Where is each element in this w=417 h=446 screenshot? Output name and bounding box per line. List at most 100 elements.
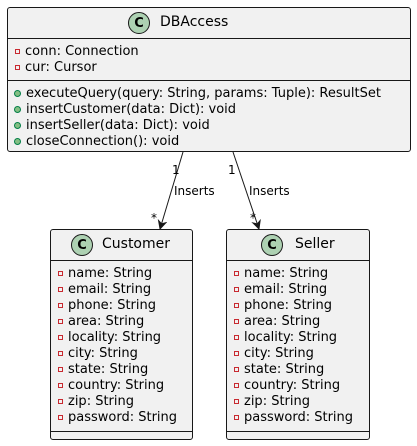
- attribute-text: name: String: [244, 265, 329, 281]
- attribute-row: phone: String: [51, 297, 156, 313]
- private-visibility-icon: [58, 366, 63, 372]
- attribute-text: conn: Connection: [25, 43, 139, 59]
- attribute-text: city: String: [244, 345, 314, 361]
- method-row: executeQuery(query: String, params: Tupl…: [8, 85, 381, 101]
- relation-customer-target-multiplicity: *: [151, 211, 157, 225]
- relation-seller-label: Inserts: [249, 184, 290, 198]
- private-visibility-icon: [234, 398, 239, 404]
- class-customer-header: C Customer: [51, 230, 192, 261]
- attribute-text: password: String: [68, 409, 178, 425]
- relation-customer-label: Inserts: [174, 184, 215, 198]
- attribute-row: area: String: [227, 313, 320, 329]
- method-text: insertCustomer(data: Dict): void: [26, 101, 237, 117]
- private-visibility-icon: [15, 48, 20, 54]
- attribute-row: area: String: [51, 313, 144, 329]
- public-visibility-icon: [14, 121, 21, 129]
- method-row: insertSeller(data: Dict): void: [8, 117, 210, 133]
- public-visibility-icon: [14, 105, 21, 113]
- attribute-text: password: String: [244, 409, 354, 425]
- class-badge-icon: C: [261, 234, 283, 256]
- class-badge-icon: C: [128, 12, 150, 34]
- private-visibility-icon: [234, 382, 239, 388]
- private-visibility-icon: [58, 286, 63, 292]
- attribute-row: city: String: [51, 345, 138, 361]
- class-seller-header: C Seller: [227, 230, 369, 261]
- private-visibility-icon: [58, 382, 63, 388]
- attribute-row: country: String: [51, 377, 164, 393]
- attribute-text: name: String: [68, 265, 153, 281]
- class-seller-name: Seller: [295, 236, 335, 252]
- class-customer-method-separator: [51, 431, 192, 432]
- relation-line-seller: [232, 151, 261, 230]
- class-badge-icon: C: [71, 234, 93, 256]
- private-visibility-icon: [58, 414, 63, 420]
- class-seller: C Seller name: String email: String phon…: [226, 229, 370, 440]
- attribute-row: state: String: [51, 361, 148, 377]
- private-visibility-icon: [58, 270, 63, 276]
- attribute-row: zip: String: [227, 393, 310, 409]
- attribute-text: city: String: [68, 345, 138, 361]
- attribute-text: country: String: [244, 377, 341, 393]
- class-dbaccess-attributes: conn: Connection cur: Cursor: [8, 39, 410, 80]
- class-dbaccess: C DBAccess conn: Connection cur: Cursor …: [7, 7, 411, 152]
- attribute-text: area: String: [244, 313, 321, 329]
- class-dbaccess-header: C DBAccess: [8, 8, 410, 39]
- attribute-text: country: String: [68, 377, 165, 393]
- class-customer-name: Customer: [102, 236, 171, 252]
- method-row: insertCustomer(data: Dict): void: [8, 101, 236, 117]
- private-visibility-icon: [15, 64, 20, 70]
- method-row: closeConnection(): void: [8, 133, 179, 149]
- attribute-text: phone: String: [68, 297, 156, 313]
- private-visibility-icon: [234, 286, 239, 292]
- attribute-row: email: String: [51, 281, 151, 297]
- attribute-row: conn: Connection: [8, 43, 139, 59]
- attribute-row: password: String: [227, 409, 353, 425]
- attribute-text: phone: String: [244, 297, 332, 313]
- attribute-row: zip: String: [51, 393, 134, 409]
- private-visibility-icon: [234, 334, 239, 340]
- private-visibility-icon: [234, 350, 239, 356]
- public-visibility-icon: [14, 137, 21, 145]
- relation-customer-source-multiplicity: 1: [172, 163, 180, 177]
- attribute-row: country: String: [227, 377, 340, 393]
- relation-line-customer: [157, 151, 184, 230]
- class-customer-attributes: name: String email: String phone: String…: [51, 261, 192, 431]
- private-visibility-icon: [234, 270, 239, 276]
- class-dbaccess-methods: executeQuery(query: String, params: Tupl…: [8, 80, 410, 153]
- attribute-row: cur: Cursor: [8, 59, 97, 75]
- attribute-text: locality: String: [244, 329, 338, 345]
- attribute-row: email: String: [227, 281, 327, 297]
- attribute-text: cur: Cursor: [25, 59, 97, 75]
- attribute-text: area: String: [68, 313, 145, 329]
- relation-seller-source-multiplicity: 1: [228, 163, 236, 177]
- attribute-text: zip: String: [244, 393, 310, 409]
- private-visibility-icon: [234, 366, 239, 372]
- private-visibility-icon: [234, 318, 239, 324]
- method-text: insertSeller(data: Dict): void: [26, 117, 210, 133]
- attribute-text: email: String: [68, 281, 152, 297]
- attribute-row: city: String: [227, 345, 314, 361]
- attribute-text: locality: String: [68, 329, 162, 345]
- attribute-row: password: String: [51, 409, 177, 425]
- attribute-row: locality: String: [51, 329, 161, 345]
- class-seller-attributes: name: String email: String phone: String…: [227, 261, 369, 431]
- private-visibility-icon: [58, 318, 63, 324]
- method-text: executeQuery(query: String, params: Tupl…: [26, 85, 381, 101]
- class-customer: C Customer name: String email: String ph…: [50, 229, 193, 440]
- relation-seller-target-multiplicity: *: [250, 211, 256, 225]
- attribute-text: state: String: [244, 361, 325, 377]
- attribute-text: state: String: [68, 361, 149, 377]
- attribute-text: email: String: [244, 281, 328, 297]
- private-visibility-icon: [234, 414, 239, 420]
- attribute-row: phone: String: [227, 297, 332, 313]
- attribute-text: zip: String: [68, 393, 134, 409]
- private-visibility-icon: [58, 302, 63, 308]
- private-visibility-icon: [58, 334, 63, 340]
- class-seller-method-separator: [227, 431, 369, 432]
- private-visibility-icon: [58, 398, 63, 404]
- public-visibility-icon: [14, 89, 21, 97]
- class-dbaccess-name: DBAccess: [160, 14, 229, 30]
- attribute-row: name: String: [227, 265, 328, 281]
